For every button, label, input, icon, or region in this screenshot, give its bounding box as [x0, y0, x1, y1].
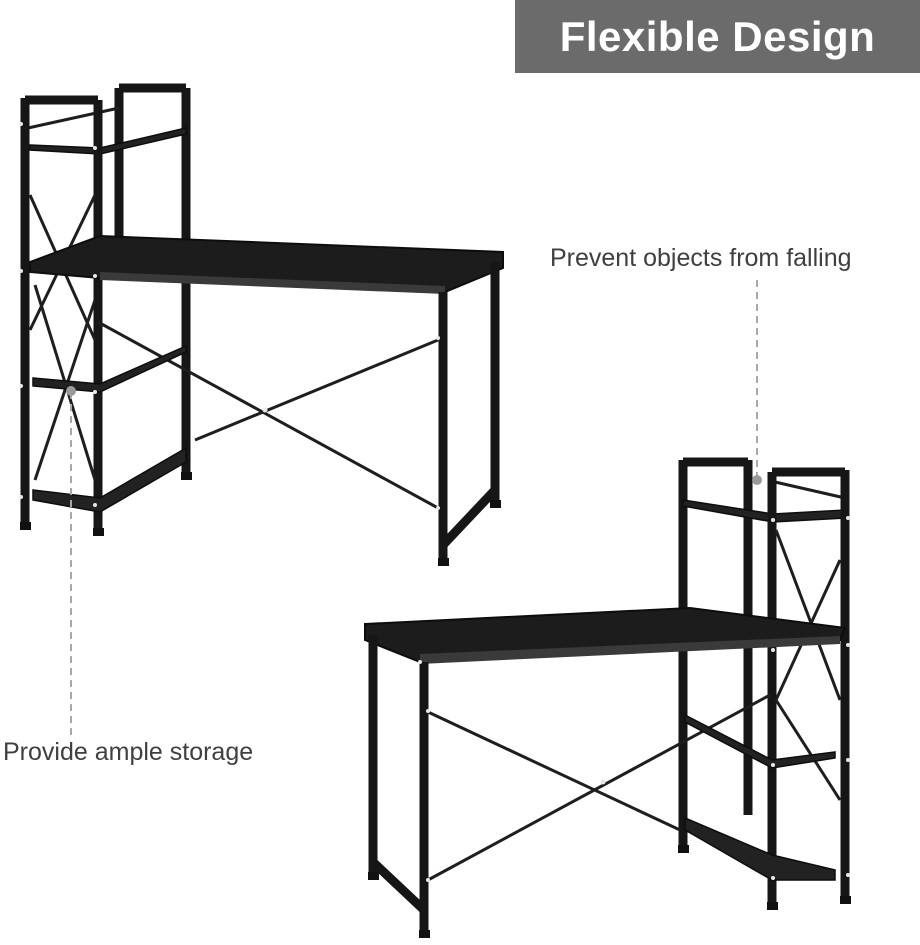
desk-shelves-left — [19, 83, 504, 566]
callout-bottom-anchor-dot — [66, 386, 76, 396]
callout-ample-storage: Provide ample storage — [3, 738, 254, 766]
callout-top-anchor-dot — [752, 475, 762, 485]
title-banner: Flexible Design — [515, 0, 920, 73]
desk-shelves-right — [364, 457, 851, 938]
banner-title: Flexible Design — [559, 12, 876, 60]
callout-prevent-falling: Prevent objects from falling — [550, 244, 852, 272]
